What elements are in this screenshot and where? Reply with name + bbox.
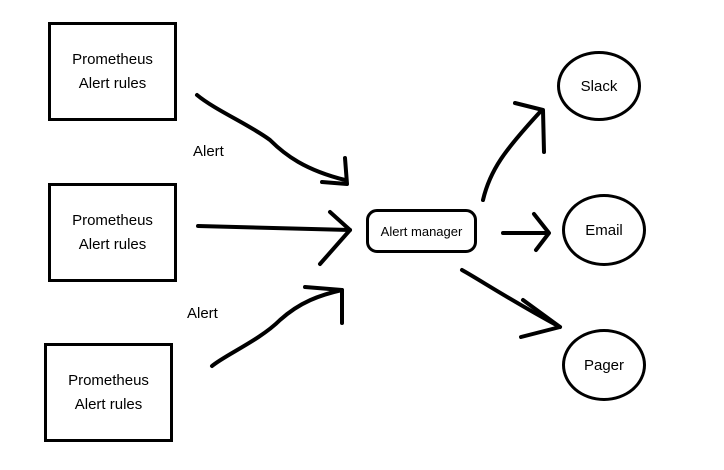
source-3-line-2: Alert rules <box>74 395 143 413</box>
arrow-manager-to-email <box>501 212 551 252</box>
edge-label-alert-1: Alert <box>193 143 224 160</box>
prometheus-source-1: Prometheus Alert rules <box>48 22 177 121</box>
receiver-pager-label: Pager <box>583 356 625 374</box>
arrow-source-1-to-manager <box>195 93 349 186</box>
alert-manager-node: Alert manager <box>366 209 477 253</box>
arrow-source-2-to-manager <box>196 210 352 266</box>
receiver-pager: Pager <box>562 329 646 401</box>
prometheus-source-3: Prometheus Alert rules <box>44 343 173 442</box>
receiver-slack: Slack <box>557 51 641 121</box>
source-1-line-2: Alert rules <box>78 74 147 92</box>
arrow-source-3-to-manager <box>210 285 344 368</box>
source-2-line-2: Alert rules <box>78 235 147 253</box>
prometheus-source-2: Prometheus Alert rules <box>48 183 177 282</box>
arrow-manager-to-pager <box>460 268 562 339</box>
source-2-line-1: Prometheus <box>72 211 153 229</box>
receiver-email: Email <box>562 194 646 266</box>
alert-manager-label: Alert manager <box>380 223 463 239</box>
receiver-slack-label: Slack <box>580 77 618 95</box>
edge-label-alert-2: Alert <box>187 305 218 322</box>
source-3-line-1: Prometheus <box>68 371 149 389</box>
source-1-line-1: Prometheus <box>72 50 153 68</box>
receiver-email-label: Email <box>585 221 623 239</box>
arrow-manager-to-slack <box>481 101 546 202</box>
